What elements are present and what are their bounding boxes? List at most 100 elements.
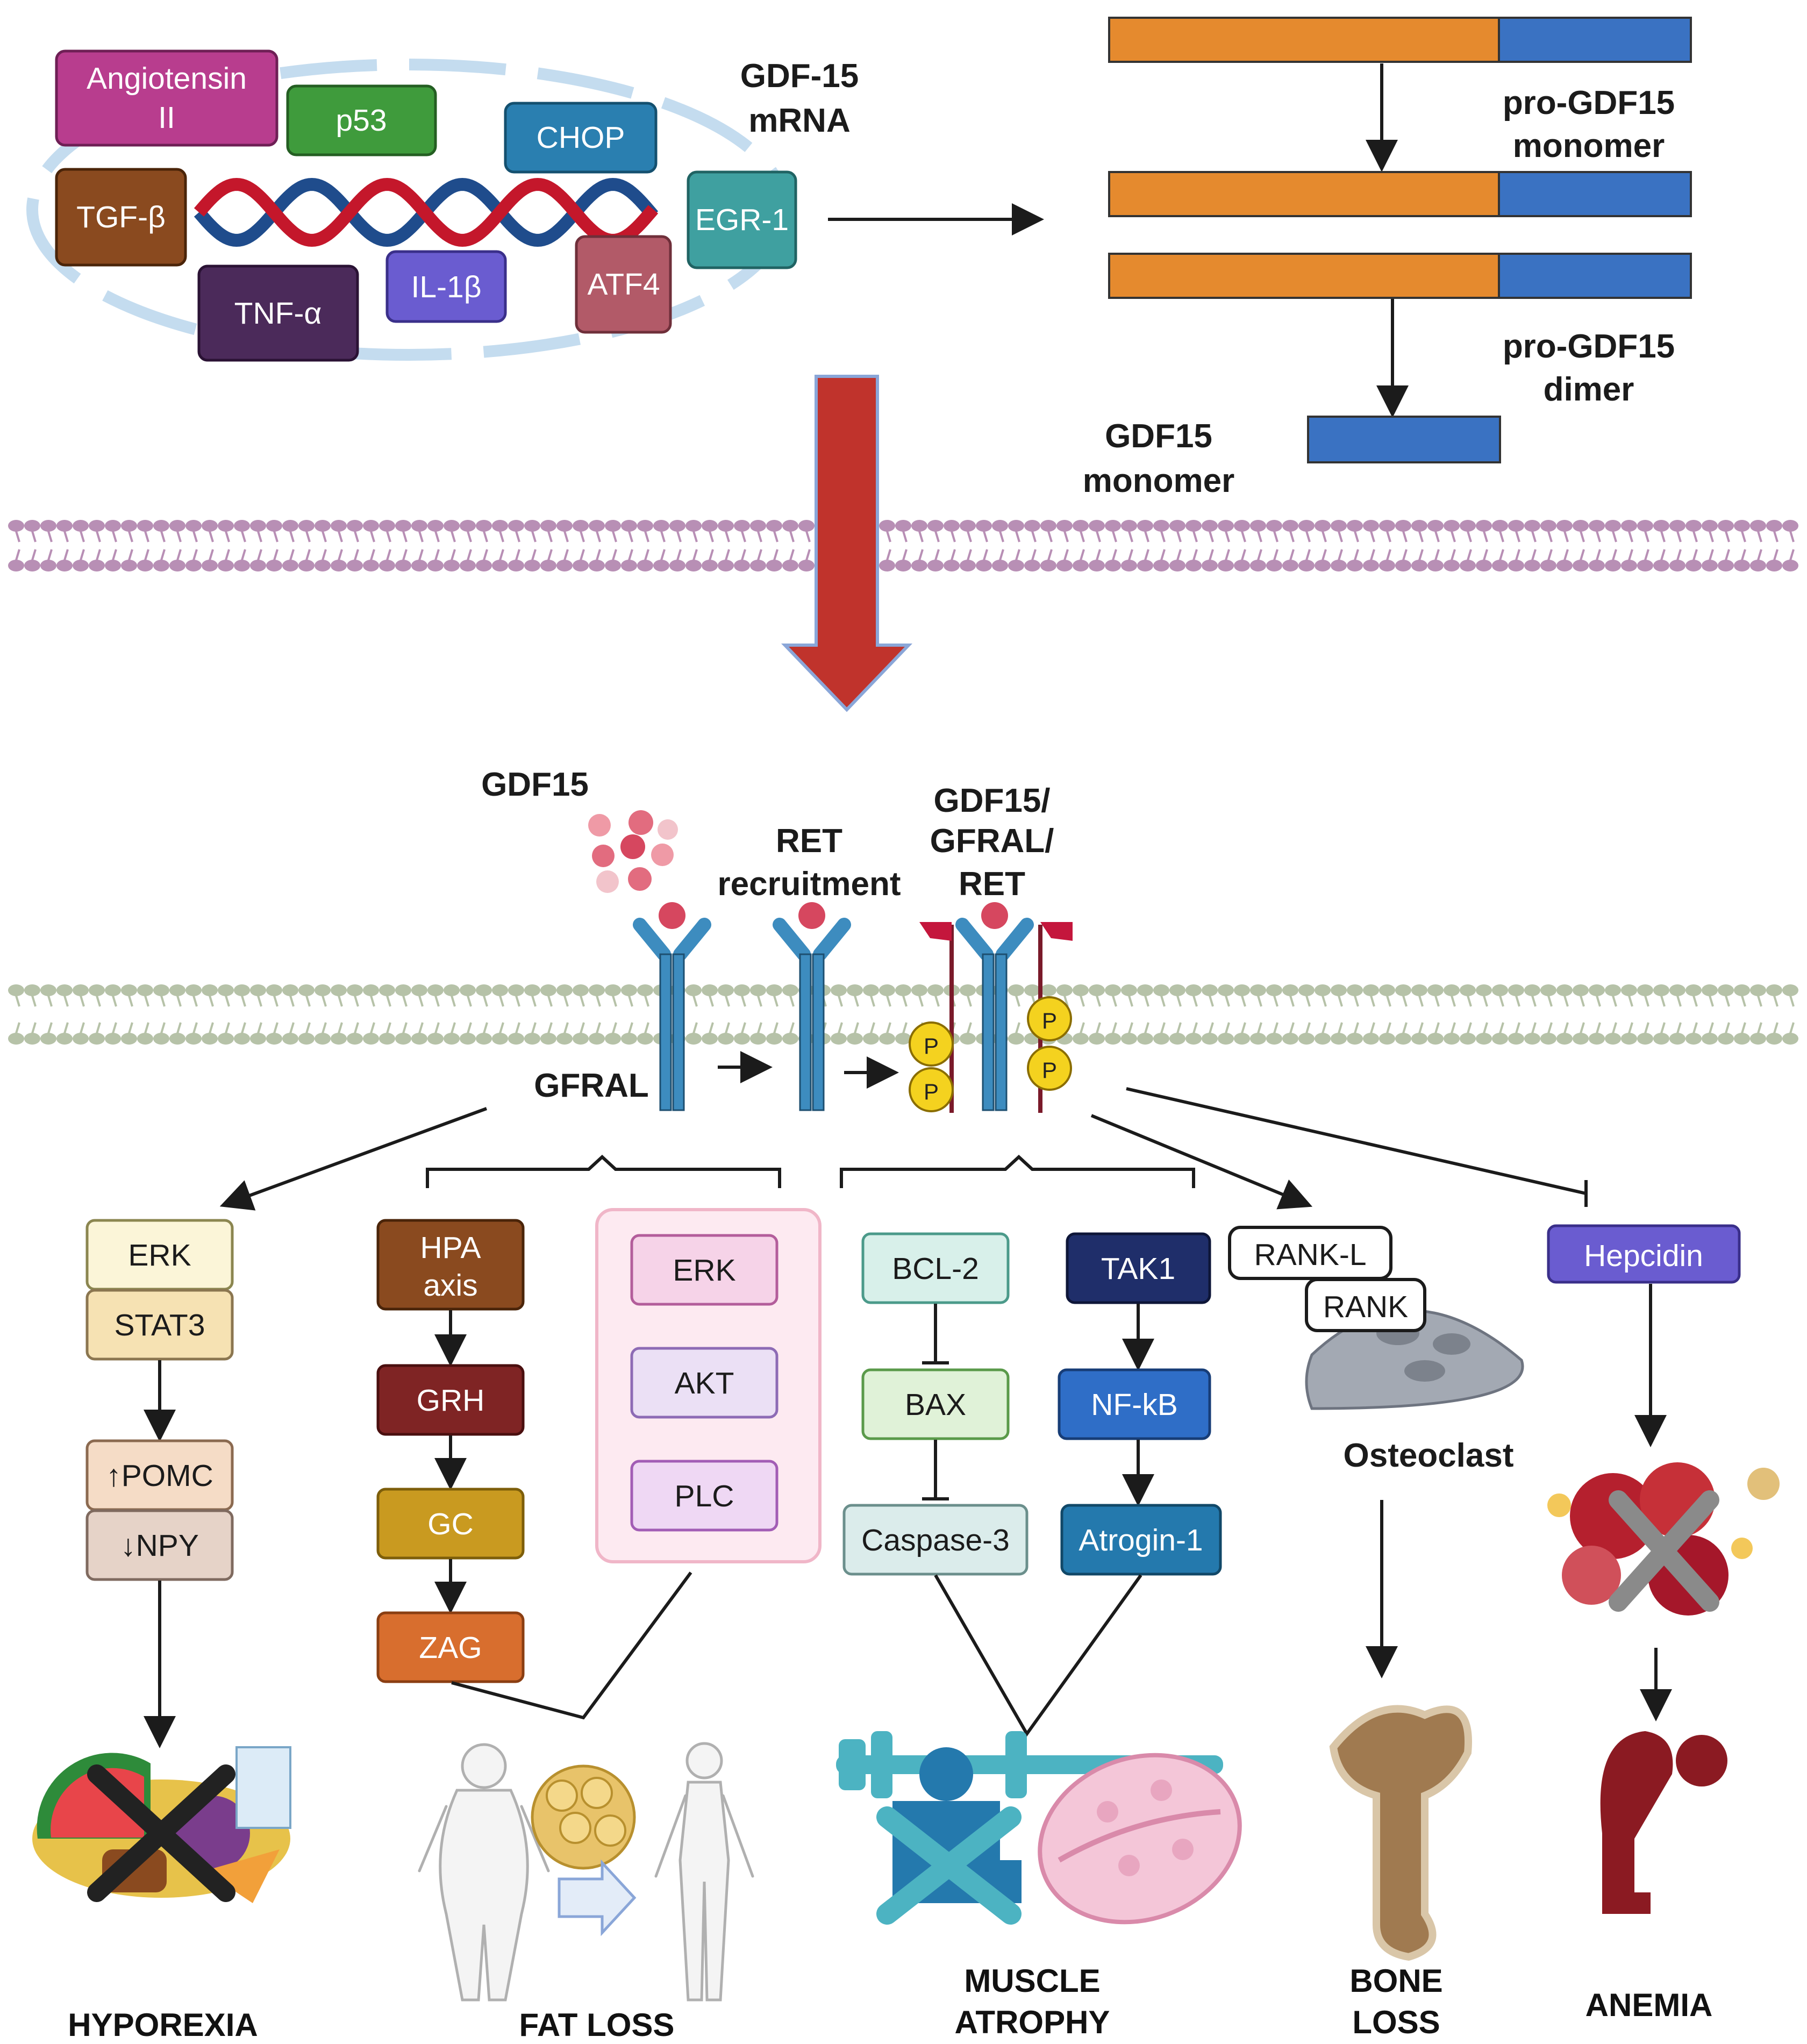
phospho-group-1: P: [909, 1021, 954, 1067]
node-plc-label: PLC: [675, 1479, 734, 1513]
pro-monomer-line2: monomer: [1513, 127, 1665, 165]
pro-gdf15-dimer-label: pro-GDF15 dimer: [1503, 328, 1675, 408]
outcome-hyporexia: HYPOREXIA: [68, 2007, 258, 2043]
downstream-connectors: [219, 1087, 1588, 1211]
ret-recruitment-line1: RET: [776, 823, 842, 860]
outcome-anemia: ANEMIA: [1585, 1987, 1713, 2023]
factor-atf4: ATF4: [575, 235, 672, 334]
gdf15-ligand-cluster: [588, 810, 678, 893]
pro-gdf15-monomer-label: pro-GDF15 monomer: [1503, 84, 1675, 165]
mrna-label-line1: GDF-15: [740, 58, 859, 95]
factor-p53-label: p53: [335, 103, 387, 138]
node-tak1-label: TAK1: [1101, 1252, 1175, 1286]
node-erk-1-label: ERK: [128, 1238, 191, 1273]
pro-monomer-line1: pro-GDF15: [1503, 84, 1675, 122]
node-zag-label: ZAG: [419, 1631, 482, 1665]
bone-icon: [1329, 1705, 1472, 1961]
gfral-label: GFRAL: [534, 1067, 649, 1104]
node-rank-label: RANK: [1323, 1290, 1408, 1324]
node-hpa-axis-line1: HPA: [420, 1231, 481, 1265]
dna-strand-red: [194, 177, 659, 247]
node-gc: GC: [376, 1488, 525, 1560]
factor-egr1-label: EGR-1: [695, 203, 789, 237]
gfral-receptor-unbound: [633, 902, 711, 1111]
node-pomc-label: ↑POMC: [106, 1459, 213, 1493]
node-bcl2-label: BCL-2: [892, 1252, 979, 1286]
phospho-label-3: P: [1042, 1008, 1057, 1033]
ret-recruitment-label: RET recruitment: [717, 823, 901, 903]
node-plc: PLC: [630, 1460, 778, 1532]
pro-dimer-line1: pro-GDF15: [1503, 328, 1675, 365]
inhibit-bax-caspase: [922, 1440, 949, 1500]
factor-il1b-label: IL-1β: [411, 270, 481, 304]
node-grh: GRH: [376, 1364, 525, 1436]
node-nfkb-label: NF-kB: [1091, 1388, 1177, 1422]
node-bax: BAX: [861, 1368, 1010, 1440]
node-atrogin1-label: Atrogin-1: [1079, 1523, 1203, 1557]
connector-muscle-atrophy: [934, 1574, 1142, 1737]
gdf15-mature-monomer-label: GDF15 monomer: [1083, 418, 1234, 499]
factor-il1b: IL-1β: [385, 250, 507, 323]
node-hepcidin: Hepcidin: [1547, 1224, 1741, 1284]
node-hpa-axis-line2: axis: [423, 1268, 477, 1303]
node-hpa-axis: HPA axis: [376, 1219, 525, 1311]
node-rank-l-label: RANK-L: [1254, 1238, 1366, 1272]
node-tak1: TAK1: [1066, 1232, 1211, 1304]
factor-tnfa: TNF-α: [197, 265, 359, 362]
node-akt: AKT: [630, 1347, 778, 1419]
phospho-label-4: P: [1042, 1057, 1057, 1083]
mrna-label: GDF-15 mRNA: [740, 58, 859, 139]
pro-dimer-line2: dimer: [1544, 371, 1634, 408]
phospho-label-2: P: [924, 1079, 939, 1104]
factor-angiotensin: Angiotensin II: [55, 49, 278, 147]
outcome-fat-loss: FAT LOSS: [519, 2007, 675, 2043]
gfral-receptor-bound: [773, 902, 851, 1111]
connector-fat-loss: [451, 1571, 692, 1720]
outcome-muscle-line2: ATROPHY: [955, 2004, 1110, 2040]
factor-tgfb: TGF-β: [55, 168, 187, 267]
cell-membrane-secretion: [8, 520, 1798, 571]
ret-recruitment-line2: recruitment: [717, 866, 901, 903]
node-npy: ↓NPY: [85, 1509, 234, 1581]
gdf15-mature-monomer-bar: [1307, 416, 1501, 463]
complex-label: GDF15/ GFRAL/ RET: [930, 782, 1054, 903]
factor-tgfb-label: TGF-β: [76, 200, 166, 234]
node-hepcidin-label: Hepcidin: [1584, 1239, 1703, 1273]
inhibit-bcl2-bax: [922, 1304, 949, 1364]
node-caspase3: Caspase-3: [842, 1504, 1029, 1576]
node-atrogin1: Atrogin-1: [1060, 1504, 1222, 1576]
adipocyte-cluster-icon: [531, 1764, 636, 1870]
node-rank: RANK: [1305, 1278, 1426, 1332]
node-nfkb: NF-kB: [1058, 1368, 1211, 1440]
food-illustration-icon: [32, 1746, 291, 1903]
pro-gdf15-monomer-bar: [1108, 17, 1692, 63]
factor-chop: CHOP: [504, 102, 658, 174]
node-zag: ZAG: [376, 1611, 525, 1683]
complex-line1: GDF15/: [933, 782, 1050, 819]
complex-line2: GFRAL/: [930, 823, 1054, 860]
muscle-fiber-icon: [1038, 1753, 1242, 1925]
node-erk-2: ERK: [630, 1234, 778, 1306]
phospho-group-3: P: [1027, 996, 1072, 1041]
node-akt-label: AKT: [675, 1366, 734, 1400]
node-rank-l: RANK-L: [1228, 1226, 1392, 1280]
node-erk-2-label: ERK: [673, 1253, 735, 1288]
gdf15-ligand-label: GDF15: [481, 766, 589, 803]
phospho-group-2: P: [909, 1067, 954, 1112]
phospho-label-1: P: [924, 1033, 939, 1059]
factor-p53: p53: [286, 84, 437, 156]
outcome-bone-line1: BONE: [1349, 1963, 1442, 1999]
node-stat3-label: STAT3: [115, 1308, 205, 1342]
outcome-muscle-line1: MUSCLE: [964, 1963, 1100, 1999]
factor-angiotensin-line1: Angiotensin: [87, 61, 247, 96]
outcome-bone-line2: LOSS: [1352, 2004, 1440, 2040]
mature-monomer-line2: monomer: [1083, 462, 1234, 499]
node-npy-label: ↓NPY: [120, 1528, 199, 1563]
factor-egr1: EGR-1: [687, 170, 797, 269]
cell-membrane-target: [8, 984, 1798, 1045]
complex-line3: RET: [959, 866, 1025, 903]
node-grh-label: GRH: [417, 1383, 485, 1418]
dna-helix: [194, 177, 659, 247]
node-caspase3-label: Caspase-3: [861, 1523, 1010, 1557]
